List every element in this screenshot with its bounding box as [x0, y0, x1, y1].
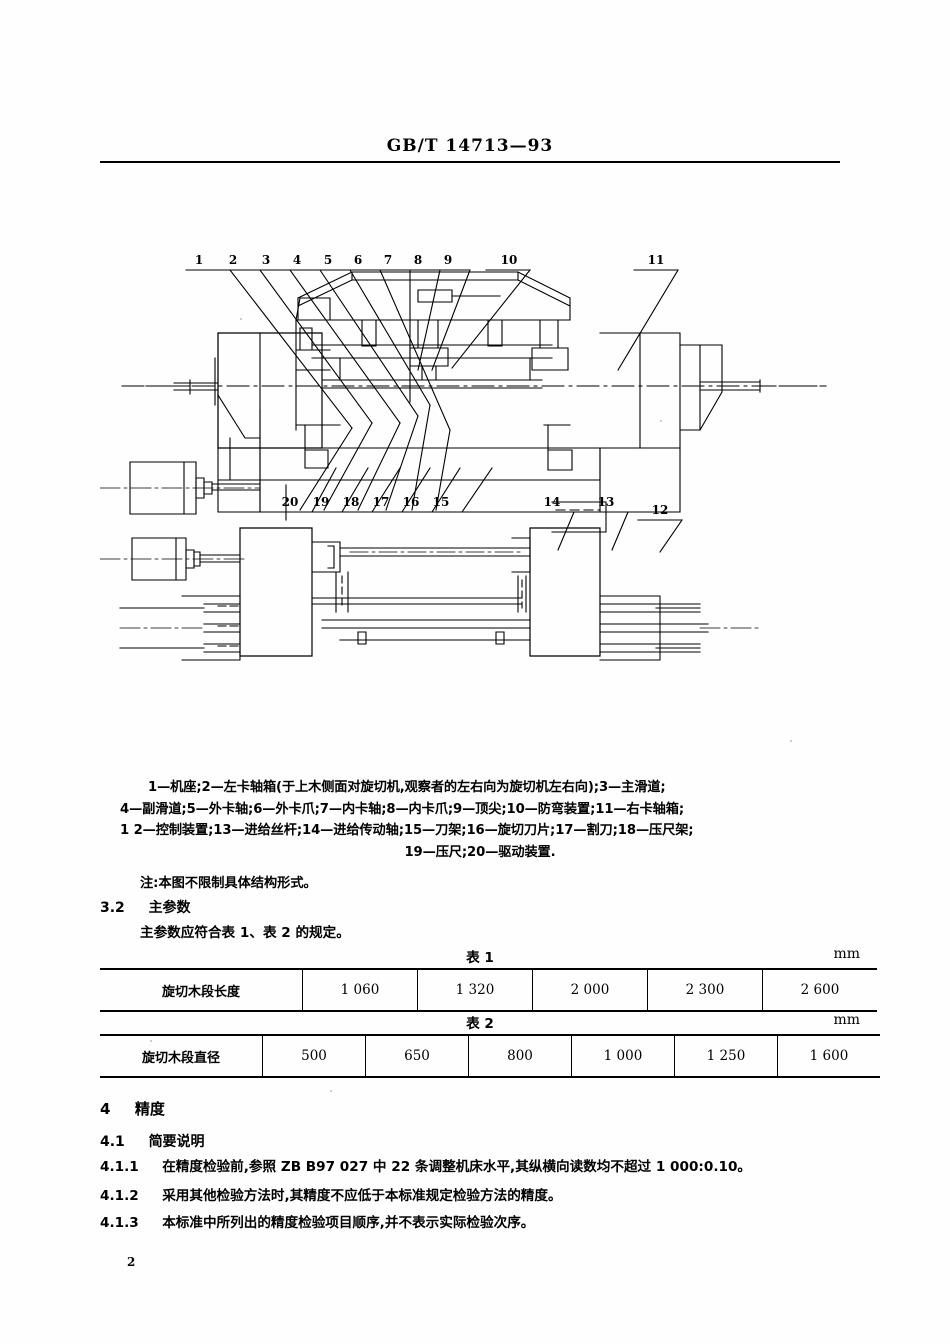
section-4-1-heading: 4.1 简要说明	[100, 1131, 205, 1151]
callout-18: 18	[343, 495, 360, 509]
section-4-1-2-text: 采用其他检验方法时,其精度不应低于本标准规定检验方法的精度。	[162, 1188, 562, 1204]
callout-16: 16	[403, 495, 420, 509]
section-3-2-body: 主参数应符合表 1、表 2 的规定。	[140, 925, 350, 941]
table-1-row-label: 旋切木段长度	[100, 969, 303, 1011]
table-1-unit: mm	[833, 946, 860, 962]
section-4-1-2: 4.1.2 采用其他检验方法时,其精度不应低于本标准规定检验方法的精度。	[100, 1184, 562, 1204]
figure-legend: 1—机座;2—左卡轴箱(于上木侧面对旋切机,观察者的左右向为旋切机左右向);3—…	[100, 777, 860, 863]
scan-speck	[240, 318, 242, 320]
section-3-2-heading: 3.2 主参数	[100, 897, 191, 917]
legend-line-4: 19—压尺;20—驱动装置.	[404, 844, 556, 860]
callout-4: 4	[293, 253, 301, 267]
callout-1: 1	[195, 253, 203, 267]
table-1-cell-4: 2 600	[762, 969, 877, 1011]
callout-2: 2	[229, 253, 237, 267]
callout-9: 9	[444, 253, 452, 267]
section-4-1-1-number: 4.1.1	[100, 1159, 139, 1175]
table-2-caption-row: 表 2 mm	[100, 1012, 860, 1034]
section-4-1-title: 简要说明	[148, 1134, 205, 1150]
table-1-cell-0: 1 060	[302, 969, 418, 1011]
callout-10: 10	[501, 253, 518, 267]
table-1-cell-2: 2 000	[532, 969, 648, 1011]
callout-19: 19	[313, 495, 330, 509]
machine-diagram: 1 2 3 4 5 6 7 8 9 10 11 20 19 18 17 16 1…	[100, 180, 860, 760]
table-2-block: 表 2 mm 旋切木段直径 500 650 800 1 000 1 250 1 …	[100, 1012, 880, 1078]
callout-7: 7	[384, 253, 392, 267]
callout-5: 5	[324, 253, 332, 267]
scan-speck	[790, 740, 792, 742]
scan-speck	[660, 420, 662, 422]
table-1-cell-3: 2 300	[647, 969, 763, 1011]
callout-8: 8	[414, 253, 422, 267]
section-4-1-3-number: 4.1.3	[100, 1215, 139, 1231]
section-4-1-1: 4.1.1 在精度检验前,参照 ZB B97 027 中 22 条调整机床水平,…	[100, 1155, 751, 1175]
scan-speck	[330, 1090, 332, 1092]
legend-line-1: 1—机座;2—左卡轴箱(于上木侧面对旋切机,观察者的左右向为旋切机左右向);3—…	[148, 780, 666, 795]
table-row: 旋切木段长度 1 060 1 320 2 000 2 300 2 600	[100, 969, 877, 1011]
section-4-title: 精度	[134, 1100, 165, 1118]
callout-11: 11	[648, 253, 665, 267]
table-2: 旋切木段直径 500 650 800 1 000 1 250 1 600	[100, 1034, 880, 1078]
section-4-1-number: 4.1	[100, 1134, 125, 1150]
table-2-cell-0: 500	[262, 1035, 366, 1077]
table-1: 旋切木段长度 1 060 1 320 2 000 2 300 2 600	[100, 968, 877, 1012]
section-3-2-title: 主参数	[148, 900, 191, 916]
table-2-row-label: 旋切木段直径	[100, 1035, 263, 1077]
table-row: 旋切木段直径 500 650 800 1 000 1 250 1 600	[100, 1035, 880, 1077]
callout-3: 3	[262, 253, 270, 267]
header-rule	[100, 161, 840, 163]
section-3-2-number: 3.2	[100, 900, 125, 916]
table-2-cell-5: 1 600	[777, 1035, 880, 1077]
table-2-cell-3: 1 000	[571, 1035, 675, 1077]
table-2-cell-2: 800	[468, 1035, 572, 1077]
machine-diagram-svg: 1 2 3 4 5 6 7 8 9 10 11 20 19 18 17 16 1…	[100, 253, 827, 661]
section-4-1-3: 4.1.3 本标准中所列出的精度检验项目顺序,并不表示实际检验次序。	[100, 1211, 534, 1231]
callout-12: 12	[652, 503, 669, 517]
figure-note: 注:本图不限制具体结构形式。	[140, 876, 317, 891]
table-1-block: 表 1 mm 旋切木段长度 1 060 1 320 2 000 2 300 2 …	[100, 946, 877, 1012]
section-4-number: 4	[100, 1100, 111, 1118]
table-2-cell-4: 1 250	[674, 1035, 778, 1077]
callout-14: 14	[544, 495, 561, 509]
legend-line-3: 1 2—控制装置;13—进给丝杆;14—进给传动轴;15—刀架;16—旋切刀片;…	[120, 823, 694, 838]
scan-speck	[150, 1040, 152, 1042]
table-2-caption: 表 2	[466, 1016, 494, 1032]
section-4-1-3-text: 本标准中所列出的精度检验项目顺序,并不表示实际检验次序。	[162, 1215, 535, 1231]
legend-line-2: 4—副滑道;5—外卡轴;6—外卡爪;7—内卡轴;8—内卡爪;9—顶尖;10—防弯…	[120, 801, 685, 817]
page-number: 2	[127, 1255, 136, 1269]
table-1-caption-row: 表 1 mm	[100, 946, 860, 968]
section-4-1-2-number: 4.1.2	[100, 1188, 139, 1204]
page-header: GB/T 14713—93	[100, 136, 840, 156]
table-2-unit: mm	[833, 1012, 860, 1028]
standard-code: GB/T 14713—93	[386, 136, 554, 156]
section-4-heading: 4 精度	[100, 1098, 165, 1119]
callout-20: 20	[282, 495, 299, 509]
section-4-1-1-text: 在精度检验前,参照 ZB B97 027 中 22 条调整机床水平,其纵横向读数…	[162, 1159, 752, 1175]
callout-15: 15	[433, 495, 450, 509]
table-2-cell-1: 650	[365, 1035, 469, 1077]
callout-17: 17	[373, 495, 390, 509]
table-1-caption: 表 1	[466, 950, 494, 966]
callout-6: 6	[354, 253, 362, 267]
callout-13: 13	[598, 495, 615, 509]
table-1-cell-1: 1 320	[417, 969, 533, 1011]
